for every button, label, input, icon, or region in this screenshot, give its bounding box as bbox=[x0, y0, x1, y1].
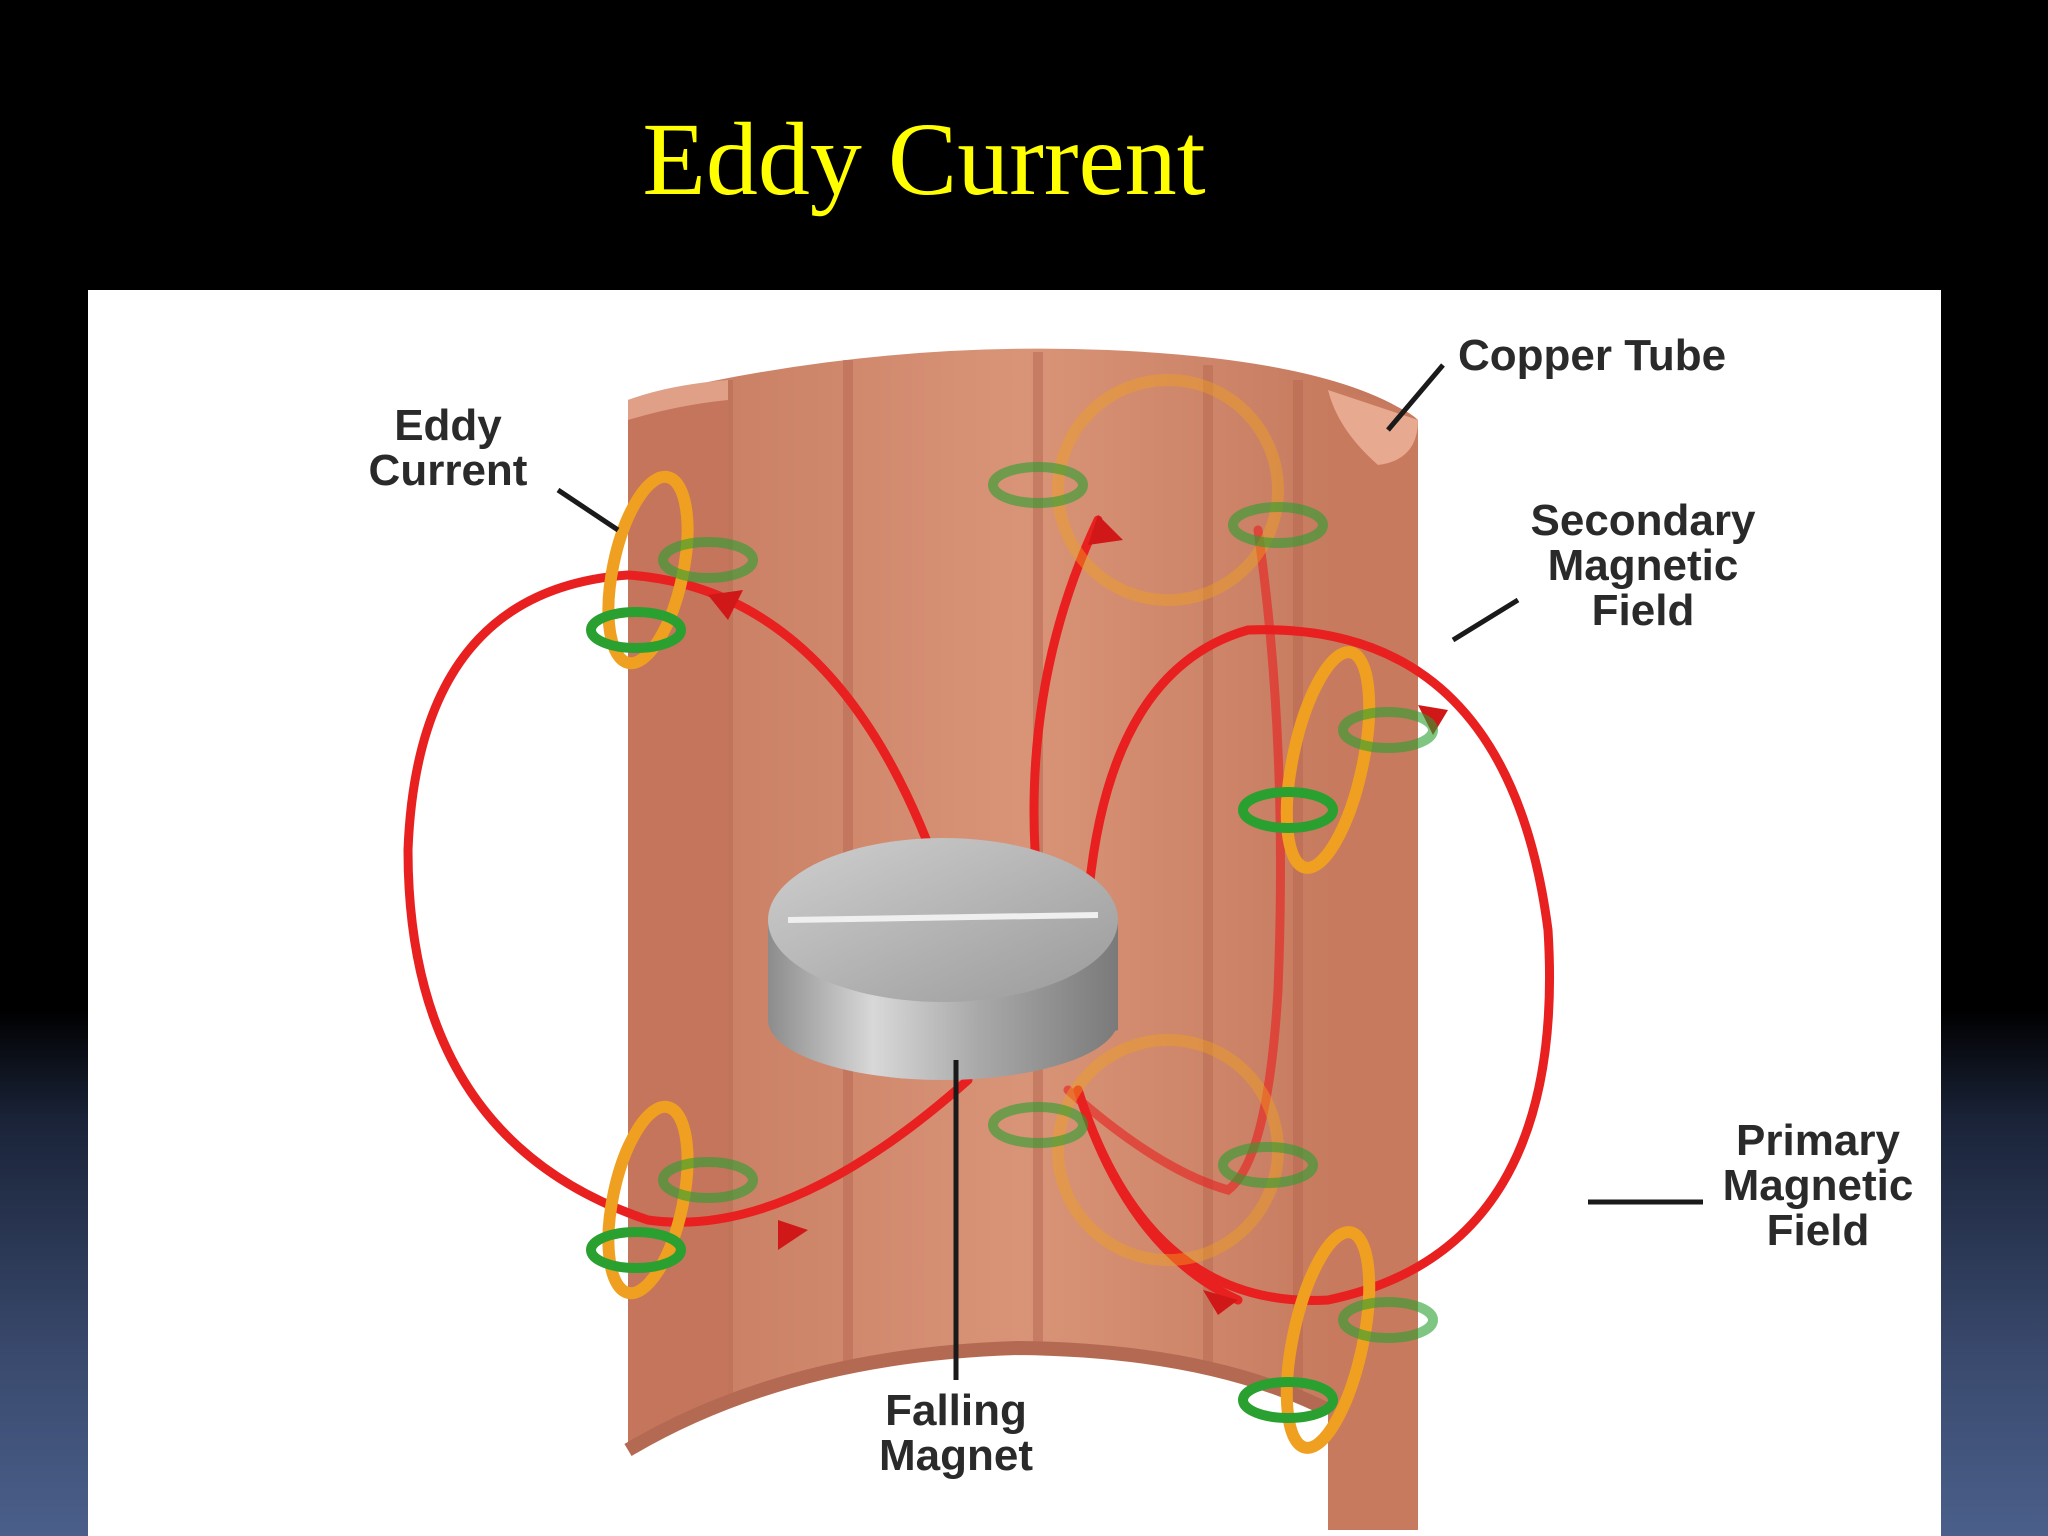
tube-right-wall bbox=[1328, 390, 1418, 1530]
copper-tube bbox=[624, 348, 1418, 1536]
label-secondary-line3: Field bbox=[1592, 586, 1695, 635]
label-falling-line1: Falling bbox=[885, 1386, 1027, 1435]
label-primary-line1: Primary bbox=[1736, 1116, 1900, 1165]
falling-magnet bbox=[768, 838, 1118, 1080]
label-primary-line2: Magnetic bbox=[1723, 1161, 1914, 1210]
label-secondary-line1: Secondary bbox=[1531, 496, 1757, 545]
leader-lines bbox=[556, 363, 1703, 1380]
field-line-center-down bbox=[1073, 1085, 1243, 1305]
field-line-back bbox=[1063, 525, 1285, 1195]
label-copper-tube: Copper Tube bbox=[1458, 331, 1726, 380]
field-line-right bbox=[1073, 625, 1555, 1305]
field-arrowheads bbox=[708, 515, 1448, 1315]
diagram-labels: Copper Tube Eddy Current Secondary Magne… bbox=[369, 331, 1914, 1480]
secondary-magnetic-field bbox=[586, 462, 1438, 1423]
diagram-panel: Copper Tube Eddy Current Secondary Magne… bbox=[88, 290, 1941, 1536]
label-secondary-line2: Magnetic bbox=[1548, 541, 1739, 590]
label-falling-line2: Magnet bbox=[879, 1431, 1033, 1480]
primary-magnetic-field bbox=[403, 515, 1555, 1305]
eddy-current-diagram: Copper Tube Eddy Current Secondary Magne… bbox=[369, 331, 1914, 1536]
slide-title: Eddy Current bbox=[642, 102, 1206, 217]
label-eddy-current-line2: Current bbox=[369, 446, 528, 495]
field-line-left bbox=[403, 570, 973, 1227]
field-line-center-up bbox=[1029, 515, 1103, 895]
label-eddy-current-line1: Eddy bbox=[394, 401, 502, 450]
label-primary-line3: Field bbox=[1767, 1206, 1870, 1255]
